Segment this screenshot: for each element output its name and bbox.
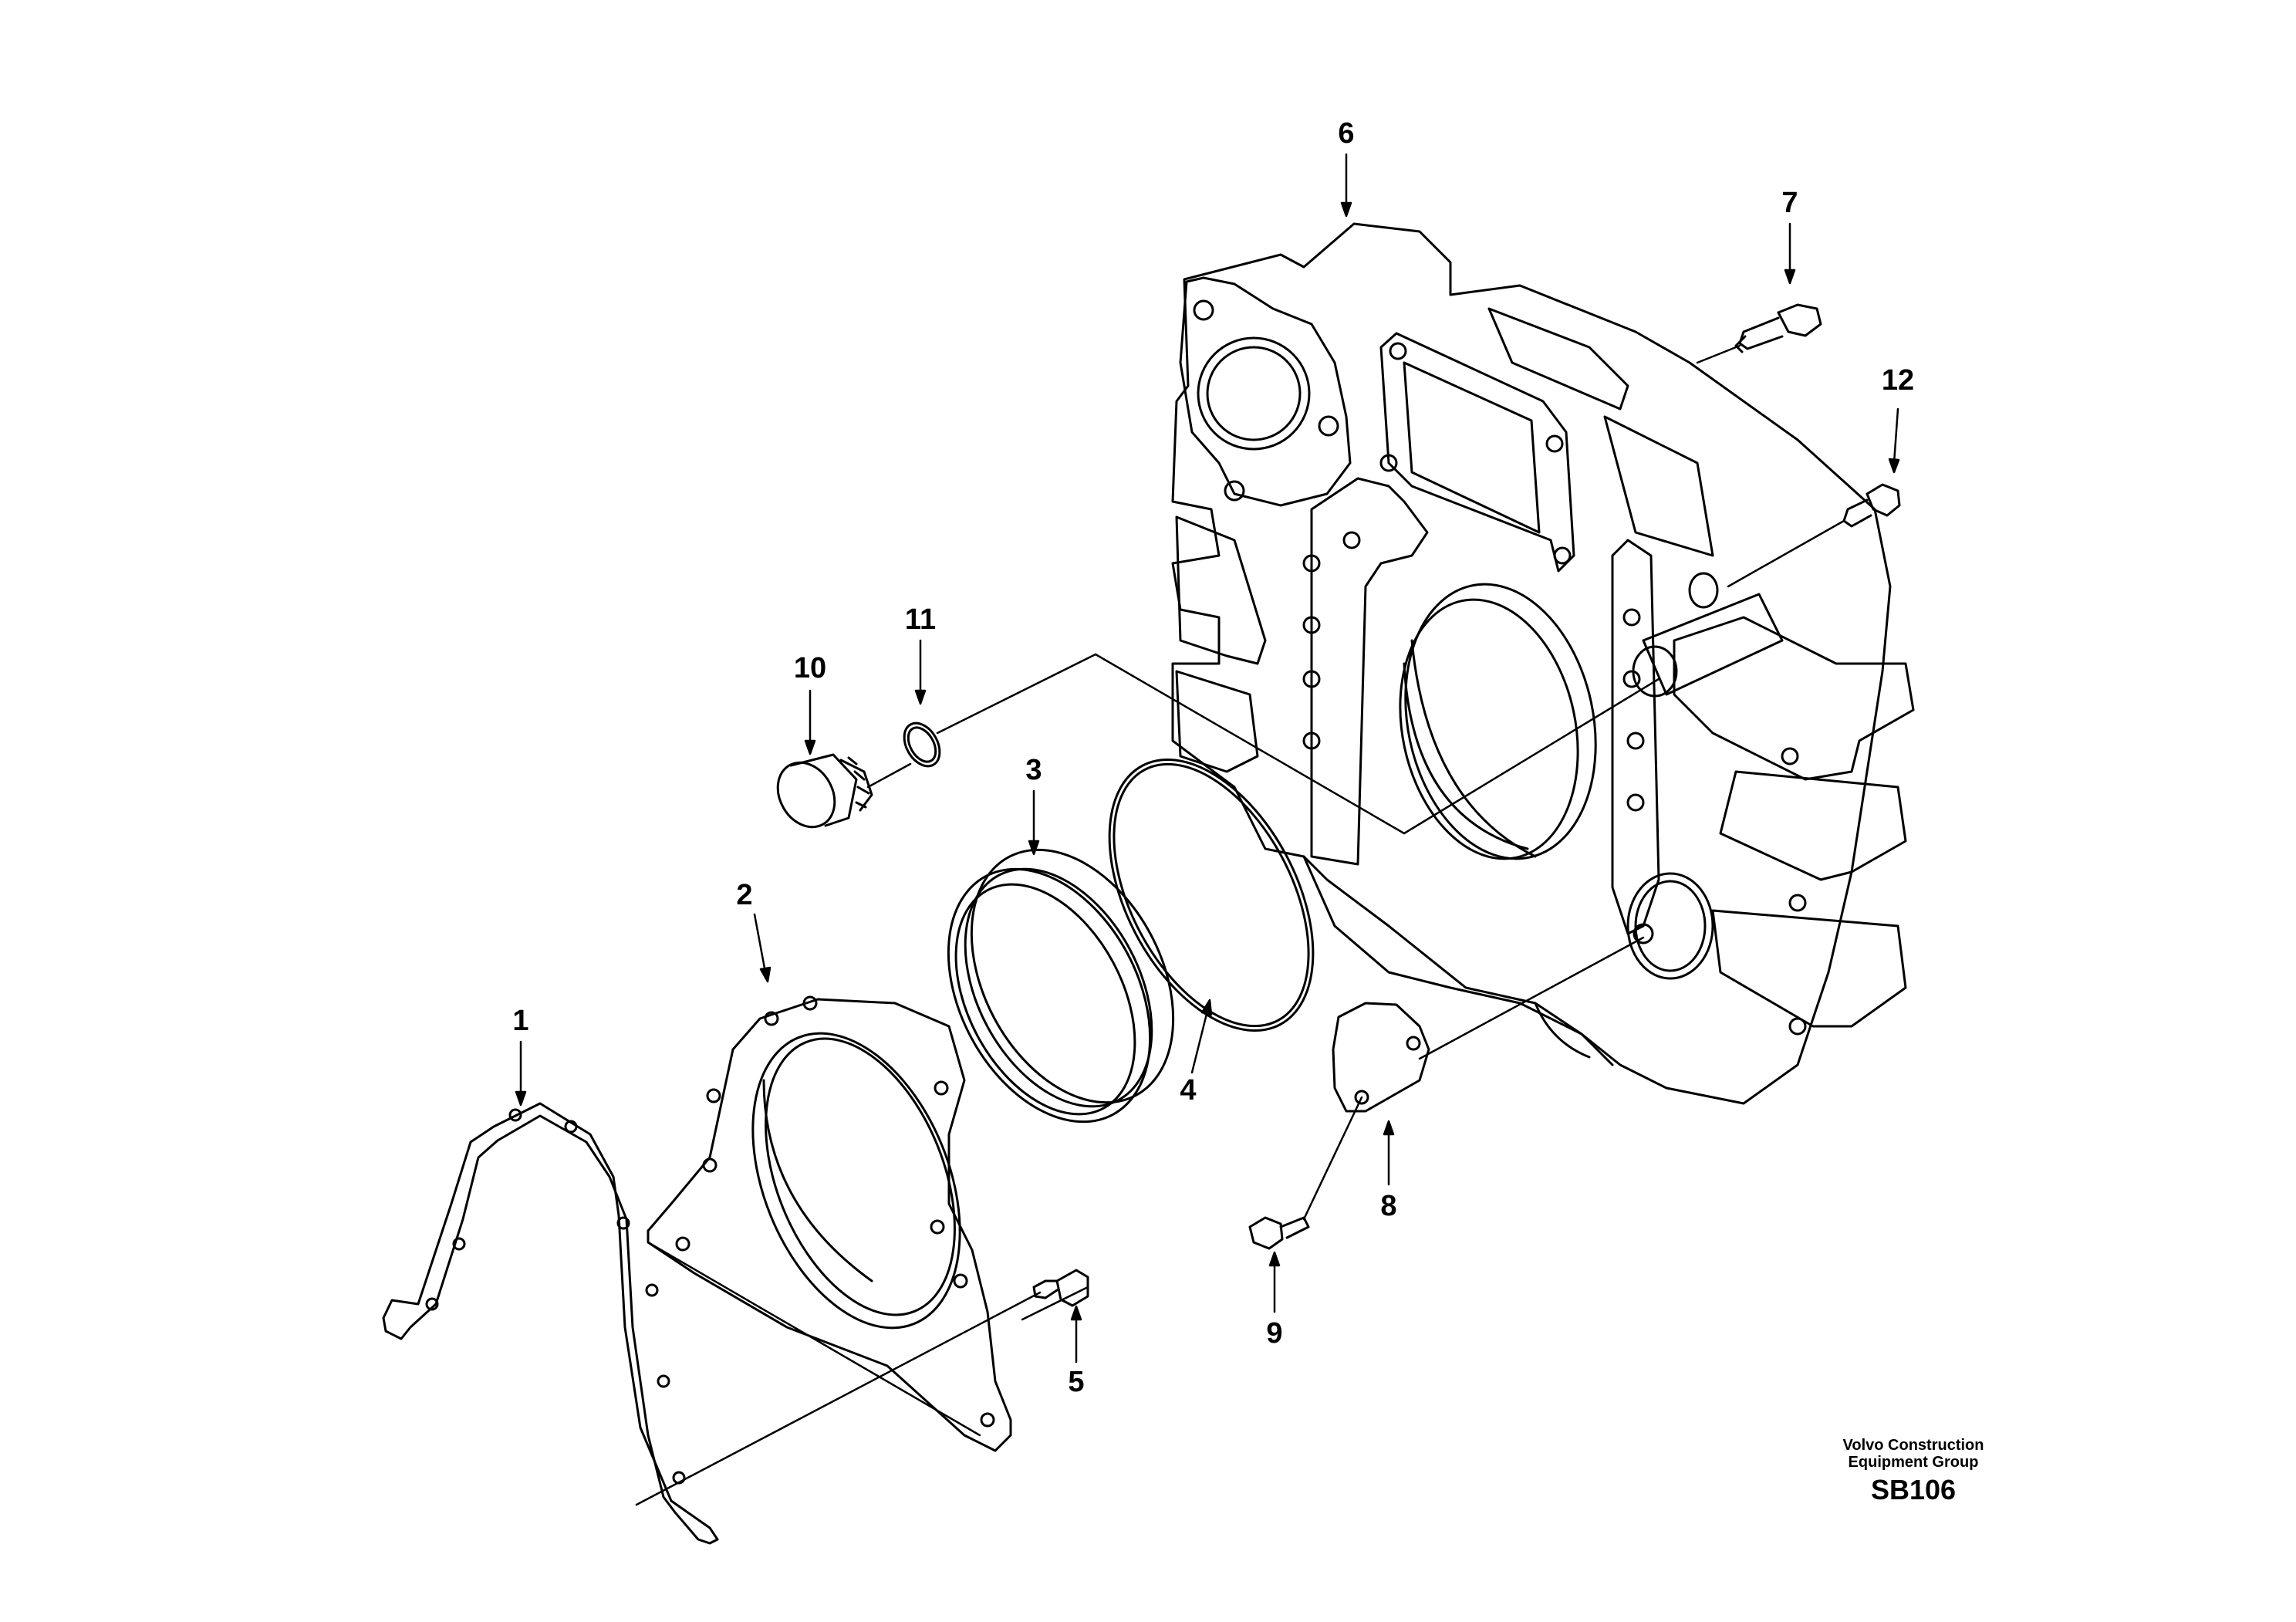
callout-1: 1 <box>512 1005 528 1037</box>
bolt-part-7 <box>1734 303 1822 353</box>
callout-arrows <box>515 153 1900 1363</box>
callout-6: 6 <box>1338 117 1354 150</box>
callout-8: 8 <box>1380 1190 1396 1222</box>
plug-part <box>776 753 873 829</box>
cover-plate-part <box>1332 1002 1430 1113</box>
o-ring-part <box>1108 758 1315 1032</box>
callout-12: 12 <box>1882 364 1914 397</box>
diagram-code: SB106 <box>1870 1474 1957 1505</box>
callout-2: 2 <box>736 879 752 911</box>
callout-9: 9 <box>1266 1317 1282 1350</box>
crankshaft-seal-part <box>947 848 1175 1124</box>
callout-11: 11 <box>905 603 936 636</box>
bolt-part-9 <box>1248 1216 1310 1250</box>
assembly-lines <box>635 344 1845 1506</box>
callout-labels: 1 2 3 4 5 6 7 8 9 10 11 12 <box>512 117 1914 1398</box>
callout-7: 7 <box>1781 187 1798 219</box>
callout-4: 4 <box>1180 1074 1196 1107</box>
small-o-ring-part <box>903 721 941 768</box>
callout-5: 5 <box>1068 1366 1084 1398</box>
seal-housing-part <box>647 995 1012 1452</box>
callout-10: 10 <box>794 652 826 684</box>
gasket-part <box>382 1102 719 1545</box>
publisher-footer: Volvo Construction Equipment Group SB106 <box>1774 1437 2052 1506</box>
callout-3: 3 <box>1025 754 1042 786</box>
company-name-line1: Volvo Construction <box>1842 1437 1984 1454</box>
flywheel-housing-part <box>1171 222 1915 1105</box>
plug-part-12 <box>1842 483 1901 528</box>
company-name-line2: Equipment Group <box>1848 1454 1979 1471</box>
